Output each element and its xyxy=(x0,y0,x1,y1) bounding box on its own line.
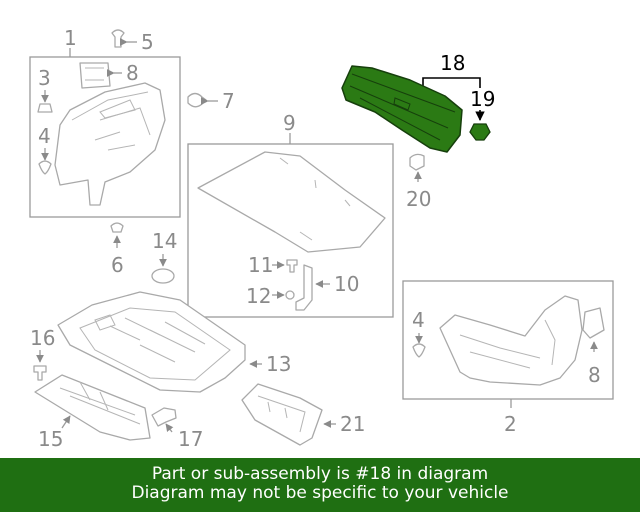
trim-clip-8 xyxy=(79,62,111,89)
callout-4-left: 4 xyxy=(38,124,51,148)
banner-line-1: Part or sub-assembly is #18 in diagram xyxy=(151,464,489,484)
floor-tray-13 xyxy=(57,291,246,393)
panel-15-group: 15 xyxy=(34,374,151,451)
bolt-17 xyxy=(151,407,177,427)
banner-line-2: Diagram may not be specific to your vehi… xyxy=(131,483,509,503)
load-floor-board xyxy=(197,151,386,253)
panel-15 xyxy=(34,374,151,441)
retainer-4-right xyxy=(412,343,426,358)
callout-14: 14 xyxy=(152,229,177,253)
floor-board-group: 9 11 12 10 xyxy=(187,111,394,318)
callout-20: 20 xyxy=(406,187,431,211)
callout-9: 9 xyxy=(283,111,296,135)
retainer-4-left xyxy=(38,160,52,175)
screw-5-group: 5 xyxy=(111,29,154,54)
group-box-1 xyxy=(29,56,181,218)
callout-13: 13 xyxy=(266,352,291,376)
clip-20-group: 20 xyxy=(406,153,431,211)
trim-clip-8-right xyxy=(582,307,605,339)
tray-21-group: 21 xyxy=(241,383,365,446)
clip-7 xyxy=(187,92,207,108)
callout-6: 6 xyxy=(111,253,124,277)
tray-21 xyxy=(241,383,323,446)
callout-21: 21 xyxy=(340,412,365,436)
right-trim-group: 2 4 8 xyxy=(402,280,614,436)
callout-8-right: 8 xyxy=(588,363,601,387)
callout-2: 2 xyxy=(504,412,517,436)
callout-8-left: 8 xyxy=(126,61,139,85)
callout-12: 12 xyxy=(246,284,271,308)
info-banner: Part or sub-assembly is #18 in diagram D… xyxy=(0,458,640,512)
callout-11: 11 xyxy=(248,253,273,277)
screw-5 xyxy=(111,29,125,48)
clip-20 xyxy=(409,153,425,171)
parts-diagram: 1 8 3 4 5 7 6 14 xyxy=(29,26,614,451)
callout-4-right: 4 xyxy=(412,308,425,332)
callout-16: 16 xyxy=(30,326,55,350)
left-quarter-trim-panel xyxy=(54,82,166,206)
rear-scuff-plate-18 xyxy=(341,65,463,153)
bracket-10 xyxy=(295,264,313,311)
callout-1: 1 xyxy=(64,26,77,50)
washer-12 xyxy=(285,290,295,300)
clip-19 xyxy=(469,123,491,141)
cap-14-group: 14 xyxy=(151,229,177,284)
screw-6-group: 6 xyxy=(110,222,124,277)
bolt-11 xyxy=(286,259,298,273)
callout-10: 10 xyxy=(334,272,359,296)
callout-15: 15 xyxy=(38,427,63,451)
screw-6 xyxy=(110,222,124,233)
bolt-16-group: 16 xyxy=(30,326,55,381)
floor-tray-13-group: 13 xyxy=(57,291,291,393)
callout-5: 5 xyxy=(141,30,154,54)
left-trim-group: 1 8 3 4 xyxy=(29,26,181,218)
callout-18: 18 xyxy=(440,51,465,75)
callout-19: 19 xyxy=(470,87,495,111)
clip-7-group: 7 xyxy=(187,89,235,113)
bolt-16 xyxy=(33,365,47,381)
callout-3: 3 xyxy=(38,66,51,90)
push-pin-3 xyxy=(37,103,53,113)
right-quarter-trim-panel xyxy=(439,295,583,386)
scuff-plate-18-group: 18 19 xyxy=(341,51,495,153)
cap-14 xyxy=(151,268,175,284)
bolt-17-group: 17 xyxy=(151,407,203,451)
callout-17: 17 xyxy=(178,427,203,451)
group-box-2 xyxy=(402,280,614,400)
callout-7: 7 xyxy=(222,89,235,113)
